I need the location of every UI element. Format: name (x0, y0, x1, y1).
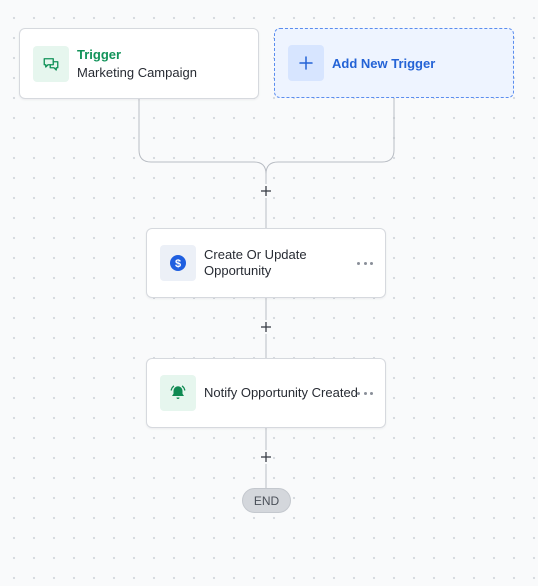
trigger-card[interactable]: Trigger Marketing Campaign (19, 28, 259, 99)
end-node: END (242, 488, 291, 513)
trigger-type-label: Trigger (77, 47, 122, 62)
add-new-trigger-button[interactable]: Add New Trigger (274, 28, 514, 98)
bell-icon (160, 375, 196, 411)
add-step-button[interactable] (259, 450, 273, 464)
trigger-name: Marketing Campaign (77, 65, 197, 80)
plus-icon (261, 452, 271, 462)
plus-icon (261, 186, 271, 196)
plus-icon (261, 322, 271, 332)
plus-icon (288, 45, 324, 81)
add-step-button[interactable] (259, 184, 273, 198)
more-options-icon[interactable] (357, 257, 373, 269)
action-label: Notify Opportunity Created (204, 385, 358, 400)
action-card-notify-opportunity[interactable]: Notify Opportunity Created (146, 358, 386, 428)
more-options-icon[interactable] (357, 387, 373, 399)
svg-text:$: $ (175, 258, 181, 270)
chat-bubbles-icon (33, 45, 69, 82)
action-card-create-opportunity[interactable]: $ Create Or Update Opportunity (146, 228, 386, 298)
dollar-coin-icon: $ (160, 245, 196, 281)
add-new-trigger-label: Add New Trigger (332, 55, 436, 71)
add-step-button[interactable] (259, 320, 273, 334)
action-label: Create Or Update Opportunity (204, 247, 307, 278)
